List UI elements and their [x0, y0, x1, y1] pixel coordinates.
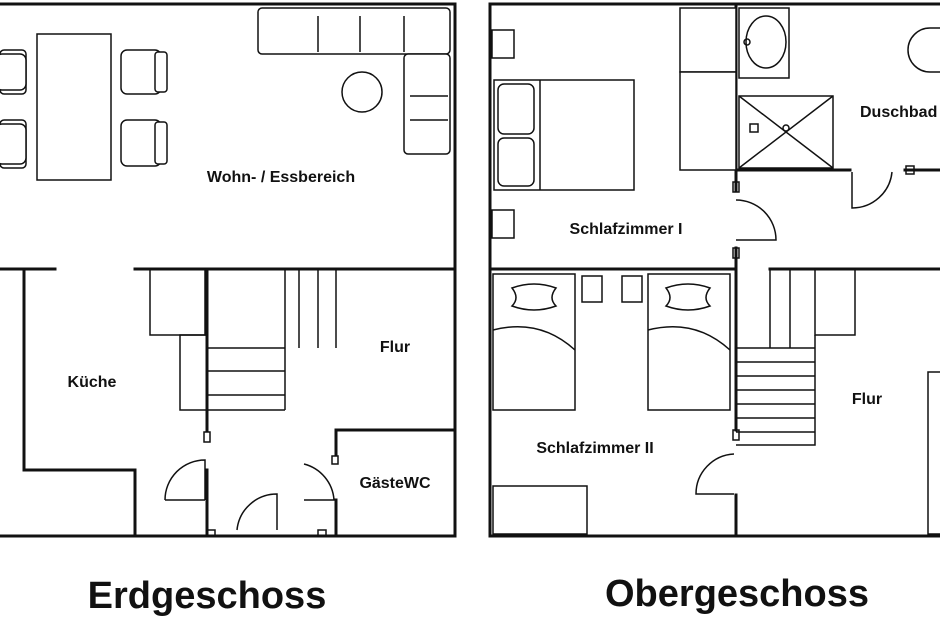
- sofa-icon: [257, 7, 451, 155]
- chair-icon: [120, 49, 168, 95]
- nightstand: [491, 209, 515, 239]
- upper-floor-plan: Schlafzimmer I Duschbad Schlafzimmer II …: [488, 2, 940, 615]
- room-label-flur-og: Flur: [852, 391, 882, 408]
- door-icon: [206, 493, 327, 537]
- bathtub-icon: [907, 27, 940, 73]
- wardrobe: [679, 7, 737, 73]
- single-bed-icon: [647, 273, 731, 411]
- door-icon: [851, 165, 915, 209]
- ground-floor-plan: Wohn- / Essbereich Küche Flur GästeWC Er…: [0, 2, 457, 617]
- dining-table: [36, 33, 112, 181]
- nightstand: [581, 275, 603, 303]
- shower-icon: [738, 95, 834, 169]
- floor-title-erdgeschoss: Erdgeschoss: [88, 575, 327, 617]
- nightstand: [621, 275, 643, 303]
- room-label-wohn: Wohn- / Essbereich: [207, 169, 355, 186]
- door-icon: [303, 455, 339, 501]
- room-label-schlafzimmer-1: Schlafzimmer I: [570, 221, 683, 238]
- dresser: [492, 485, 588, 535]
- kitchen-wall: [22, 267, 137, 538]
- round-table: [341, 71, 383, 113]
- room-label-schlafzimmer-2: Schlafzimmer II: [536, 440, 653, 457]
- single-bed-icon: [492, 273, 576, 411]
- staircase: [149, 268, 337, 411]
- hall-wall: [205, 267, 457, 538]
- wardrobe: [679, 71, 737, 171]
- door-icon: [732, 181, 777, 259]
- cabinet: [927, 371, 940, 535]
- door-icon: [164, 431, 211, 501]
- floor-title-obergeschoss: Obergeschoss: [605, 573, 869, 615]
- room-label-kueche: Küche: [68, 374, 117, 391]
- room-label-flur: Flur: [380, 339, 410, 356]
- nightstand: [491, 29, 515, 59]
- double-bed-icon: [493, 79, 635, 191]
- room-label-gaeste-wc: GästeWC: [359, 475, 431, 492]
- chair-icon: [0, 119, 27, 169]
- staircase: [736, 268, 856, 446]
- sink-icon: [738, 7, 790, 79]
- chair-icon: [120, 119, 168, 167]
- room-label-duschbad: Duschbad: [860, 104, 937, 121]
- door-icon: [695, 429, 740, 495]
- chair-icon: [0, 49, 27, 95]
